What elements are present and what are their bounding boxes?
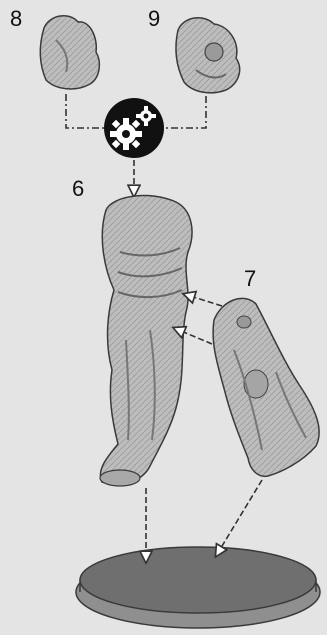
callout-part-8: 8: [10, 8, 22, 30]
part-8-head: [40, 16, 99, 89]
part-7-cloak: [213, 298, 319, 476]
callout-part-6: 6: [72, 178, 84, 200]
base: [76, 547, 320, 628]
callout-part-7: 7: [244, 268, 256, 290]
part-9-head: [176, 18, 240, 93]
callout-part-9: 9: [148, 8, 160, 30]
part-6-body: [100, 196, 192, 486]
gears-icon: [104, 98, 164, 158]
